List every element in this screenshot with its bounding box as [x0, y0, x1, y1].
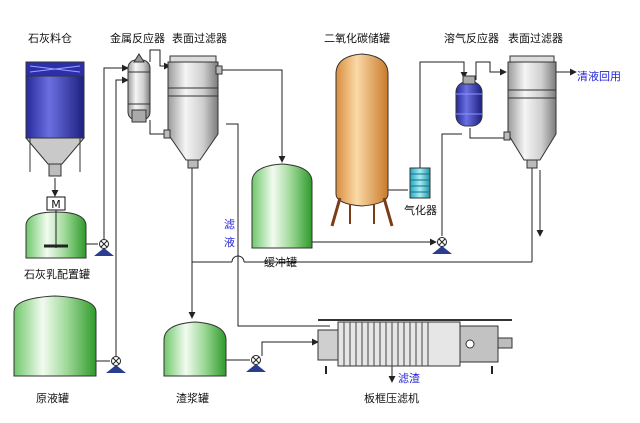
co2-storage-tank: [330, 53, 394, 227]
pump-4: [246, 355, 266, 372]
label-gas-reactor: 溶气反应器: [444, 31, 499, 45]
label-slurry-tank: 渣浆罐: [176, 391, 209, 405]
pipe-filter1-to-buffer: [220, 69, 286, 163]
label-press-filtrate: 滤渣: [398, 371, 420, 385]
metal-reactor: [127, 53, 151, 123]
pipe-pump4-to-press: [261, 338, 319, 356]
label-vaporizer: 气化器: [404, 203, 437, 217]
lime-silo: [24, 61, 86, 177]
vaporizer: [409, 167, 431, 199]
gas-dissolving-reactor: [455, 75, 483, 127]
pump-1: [94, 239, 114, 256]
label-co2-tank: 二氧化碳储罐: [324, 31, 390, 45]
buffer-tank: [251, 163, 313, 249]
plate-frame-filter-press: [317, 319, 513, 374]
pump-3: [432, 237, 452, 254]
pipe-crossover: [231, 255, 245, 263]
pipe-filter1-filtrate: [226, 123, 330, 327]
label-lime-milk-tank: 石灰乳配置罐: [24, 267, 90, 281]
pipe-gas-reactor-to-filter2: [475, 61, 507, 80]
surface-filter-1: [163, 55, 223, 169]
slurry-tank: [163, 321, 227, 377]
label-filter-press: 板框压滤机: [364, 391, 419, 405]
label-filtrate-vertical: 滤 液: [224, 218, 239, 249]
label-metal-reactor: 金属反应器: [110, 31, 165, 45]
label-surface-filter-2: 表面过滤器: [508, 31, 563, 45]
label-surface-filter-1: 表面过滤器: [172, 31, 227, 45]
pipe-metal-reactor-bottom: [149, 120, 168, 135]
lime-milk-mixing-tank: M: [25, 196, 87, 259]
pipe-vaporizer-to-gas-reactor: [419, 61, 468, 168]
label-raw-liquid-tank: 原液罐: [36, 391, 69, 405]
pipe-network: [51, 49, 577, 383]
label-lime-silo: 石灰料仓: [28, 31, 72, 45]
motor-mark: M: [51, 198, 61, 211]
pipe-pump1-to-metal-reactor: [103, 64, 129, 240]
pipe-pump2-to-metal-reactor: [115, 76, 129, 90]
pump-2: [106, 356, 126, 373]
pipe-gas-reactor-bottom: [469, 128, 506, 139]
surface-filter-2: [503, 55, 557, 169]
raw-liquid-tank: [13, 295, 97, 377]
label-clear-liquid-return: 清液回用: [577, 69, 621, 83]
pipe-pump3-to-gas-reactor: [441, 133, 462, 236]
pipe-metal-reactor-to-filter1: [149, 49, 171, 70]
label-buffer-tank: 缓冲罐: [264, 255, 297, 269]
